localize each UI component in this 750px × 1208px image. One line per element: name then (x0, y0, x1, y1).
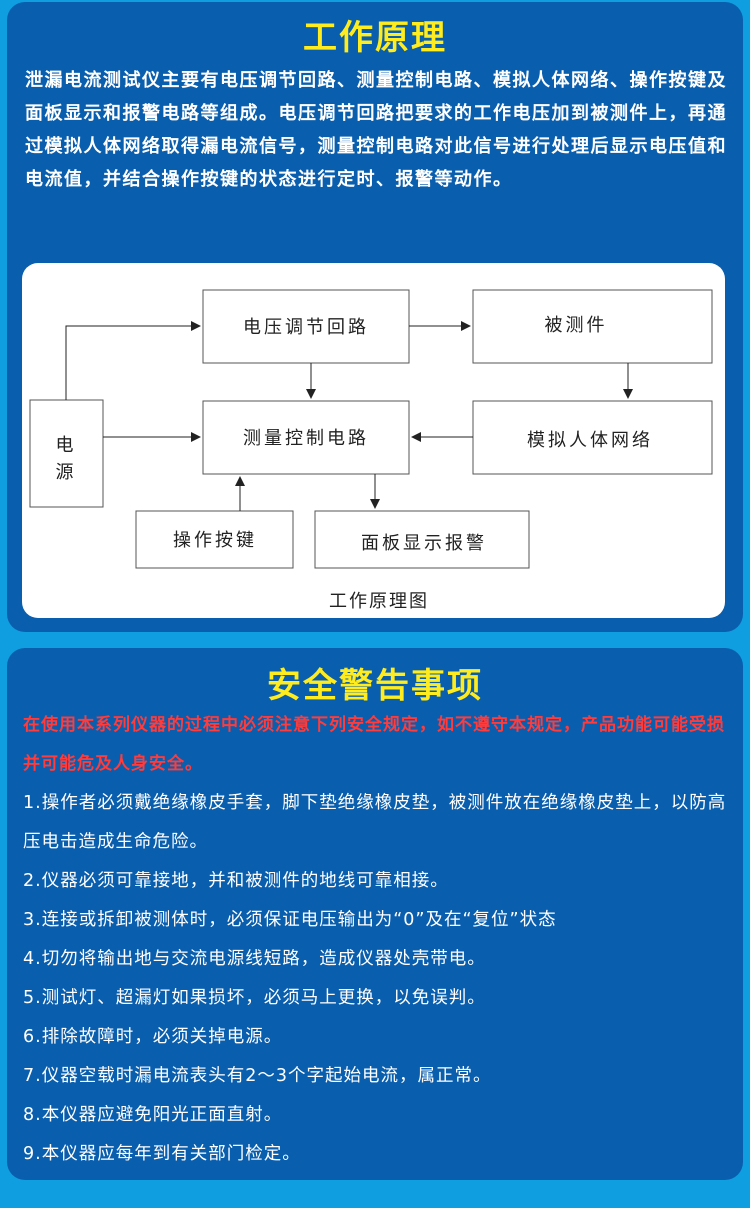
label-measure-control: 测量控制电路 (243, 428, 369, 449)
label-power: 电源 (56, 435, 77, 483)
principle-panel: 工作原理 泄漏电流测试仪主要有电压调节回路、测量控制电路、模拟人体网络、操作按键… (7, 2, 743, 632)
label-operation-keys: 操作按键 (173, 530, 257, 551)
box-operation-keys (135, 510, 294, 569)
safety-rule: 3.连接或拆卸被测体时，必须保证电压输出为“0”及在“复位”状态 (23, 910, 557, 930)
principle-title: 工作原理 (303, 18, 447, 58)
diagram-svg: 电源 电压调节回路 被测件 测量控制电路 模拟人体网络 操作按键 面板显示报警 … (29, 289, 713, 612)
box-power (29, 399, 104, 508)
principle-diagram: 电源 电压调节回路 被测件 测量控制电路 模拟人体网络 操作按键 面板显示报警 … (22, 263, 725, 618)
safety-rule: 6.排除故障时，必须关掉电源。 (23, 1027, 283, 1047)
diagram-caption: 工作原理图 (329, 591, 429, 612)
safety-rule: 5.测试灯、超漏灯如果损坏，必须马上更换，以免误判。 (23, 988, 486, 1008)
safety-rule: 8.本仪器应避免阳光正面直射。 (23, 1105, 283, 1125)
safety-panel: 安全警告事项 在使用本系列仪器的过程中必须注意下列安全规定，如不遵守本规定，产品… (7, 648, 743, 1180)
safety-rule: 2.仪器必须可靠接地，并和被测件的地线可靠相接。 (23, 871, 449, 891)
safety-rule: 9.本仪器应每年到有关部门检定。 (23, 1144, 301, 1164)
safety-rule: 1.操作者必须戴绝缘橡皮手套，脚下垫绝缘橡皮垫，被测件放在绝缘橡皮垫上，以防高压… (23, 793, 727, 852)
box-voltage-regulation (202, 289, 410, 364)
safety-title: 安全警告事项 (267, 666, 483, 706)
box-human-body-network (472, 400, 713, 475)
label-display-alarm: 面板显示报警 (361, 533, 487, 554)
label-human-body-network: 模拟人体网络 (527, 430, 653, 451)
safety-rule: 4.切勿将输出地与交流电源线短路，造成仪器处壳带电。 (23, 949, 486, 969)
label-device-under-test: 被测件 (545, 315, 608, 336)
principle-description: 泄漏电流测试仪主要有电压调节回路、测量控制电路、模拟人体网络、操作按键及面板显示… (25, 70, 727, 190)
safety-warning: 在使用本系列仪器的过程中必须注意下列安全规定，如不遵守本规定，产品功能可能受损并… (23, 715, 725, 774)
label-voltage-regulation: 电压调节回路 (243, 317, 369, 338)
arrow-power-to-voltage (65, 321, 201, 400)
box-device-under-test (472, 289, 713, 364)
box-measure-control (202, 400, 410, 475)
box-display-alarm (314, 510, 530, 569)
safety-rule: 7.仪器空载时漏电流表头有2～3个字起始电流，属正常。 (23, 1066, 492, 1086)
safety-rules-list: 1.操作者必须戴绝缘橡皮手套，脚下垫绝缘橡皮垫，被测件放在绝缘橡皮垫上，以防高压… (23, 784, 735, 1174)
